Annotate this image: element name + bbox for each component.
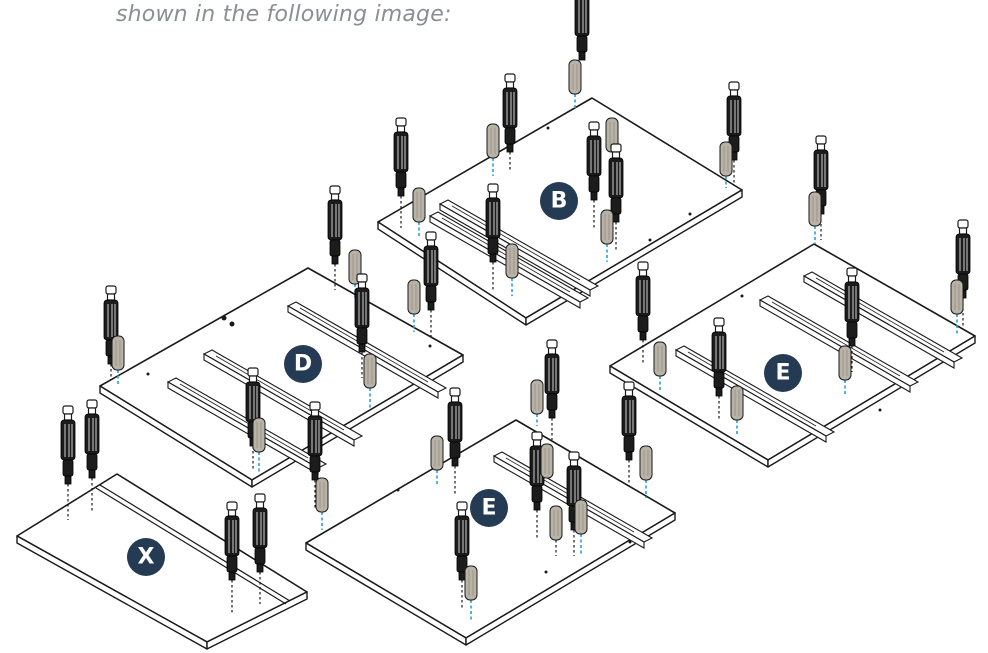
cam-bolt-icon [447, 387, 463, 467]
cam-bolt-icon [84, 399, 100, 479]
cam-bolt-icon [60, 405, 76, 485]
wooden-dowel-icon [540, 443, 554, 479]
wooden-dowel-icon [950, 279, 964, 315]
wooden-dowel-icon [653, 341, 667, 377]
panel-label-badge [127, 538, 165, 576]
wooden-dowel-icon [486, 123, 500, 159]
wooden-dowel-icon [639, 445, 653, 481]
panel-label-badge [470, 489, 508, 527]
panel-e-center: E [305, 339, 676, 646]
cam-bolt-icon [354, 273, 370, 353]
wooden-dowel-icon [808, 191, 822, 227]
panel-x: X [16, 399, 308, 650]
cam-bolt-icon [621, 381, 637, 461]
panel-label-badge [540, 182, 578, 220]
wooden-dowel-icon [464, 565, 478, 601]
cam-bolt-icon [502, 73, 518, 153]
cam-bolt-icon [252, 493, 268, 573]
wooden-dowel-icon [530, 379, 544, 415]
cam-bolt-icon [393, 117, 409, 197]
panel-label: D [294, 352, 312, 377]
panel-label: X [138, 545, 155, 570]
wooden-dowel-icon [719, 141, 733, 177]
panel-label: B [551, 189, 568, 214]
cam-bolt-icon [544, 339, 560, 419]
wooden-dowel-icon [430, 435, 444, 471]
panel-label: E [775, 361, 790, 386]
cam-bolt-icon [224, 501, 240, 581]
wooden-dowel-icon [412, 187, 426, 223]
wooden-dowel-icon [315, 477, 329, 513]
cam-bolt-icon [327, 185, 343, 265]
cam-bolt-icon [574, 0, 590, 61]
panel-label-badge [764, 354, 802, 392]
panel-e-right: E [609, 135, 976, 468]
panel-label: E [481, 496, 496, 521]
panel-d: D [99, 185, 464, 488]
wooden-dowel-icon [838, 345, 852, 381]
wooden-dowel-icon [574, 499, 588, 535]
wooden-dowel-icon [549, 505, 563, 541]
instruction-caption: shown in the following image: [116, 2, 452, 27]
cam-bolt-icon [635, 261, 651, 341]
wooden-dowel-icon [505, 243, 519, 279]
wooden-dowel-icon [407, 279, 421, 315]
panel-b: B [377, 0, 743, 326]
wooden-dowel-icon [600, 209, 614, 245]
wooden-dowel-icon [568, 59, 582, 95]
wooden-dowel-icon [252, 417, 266, 453]
wooden-dowel-icon [111, 335, 125, 371]
wooden-dowel-icon [363, 353, 377, 389]
wooden-dowel-icon [730, 385, 744, 421]
panel-label-badge [284, 345, 322, 383]
